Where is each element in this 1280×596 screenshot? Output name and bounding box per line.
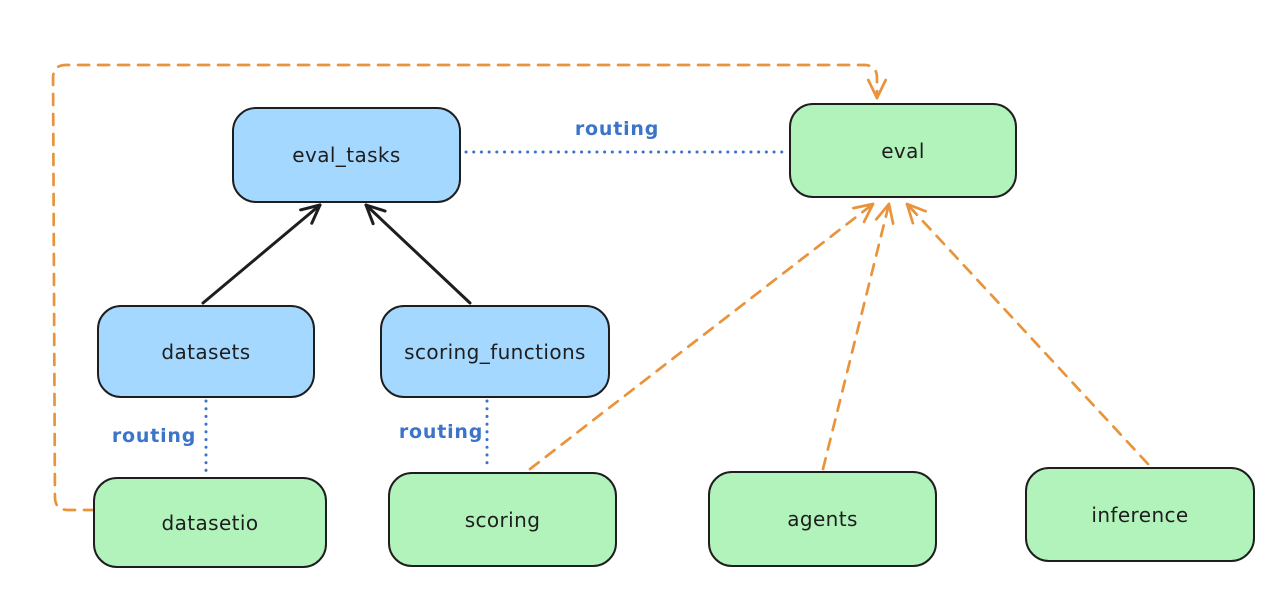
node-datasetio: datasetio [93,477,327,568]
arrowhead-datasetio-to-eval-1 [866,78,879,100]
edge-datasets-to-eval_tasks [201,203,322,305]
arrowhead-datasets-to-eval_tasks-1 [310,203,322,225]
arrowhead-inference-to-eval-0 [905,202,915,225]
node-scoring: scoring [388,472,617,567]
edge-scoring_functions-to-eval_tasks [364,203,472,305]
arrowhead-scoring_functions-to-eval_tasks-1 [364,203,387,213]
arrowhead-datasets-to-eval_tasks-0 [299,203,322,212]
node-eval_tasks: eval_tasks [232,107,461,203]
arrowhead-agents-to-eval-0 [874,202,891,221]
arrowhead-scoring_functions-to-eval_tasks-0 [364,203,375,226]
arrowhead-agents-to-eval-1 [887,202,895,225]
edge-agents-to-eval [821,202,891,471]
arrowhead-inference-to-eval-1 [905,202,927,213]
node-datasets: datasets [97,305,315,398]
node-inference: inference [1025,467,1255,562]
node-eval: eval [789,103,1017,198]
arrowhead-datasetio-to-eval-0 [875,78,888,100]
edge-label-routing-datasets-datasetio: routing [111,425,197,447]
arrowhead-scoring-to-eval-1 [862,202,875,224]
edge-label-routing-scoring_functions-scoring: routing [398,421,484,443]
node-agents: agents [708,471,937,567]
node-scoring_functions: scoring_functions [380,305,610,398]
arrowhead-scoring-to-eval-0 [852,202,875,210]
edge-inference-to-eval [905,202,1150,466]
edge-label-routing-eval_tasks-eval: routing [574,118,660,140]
